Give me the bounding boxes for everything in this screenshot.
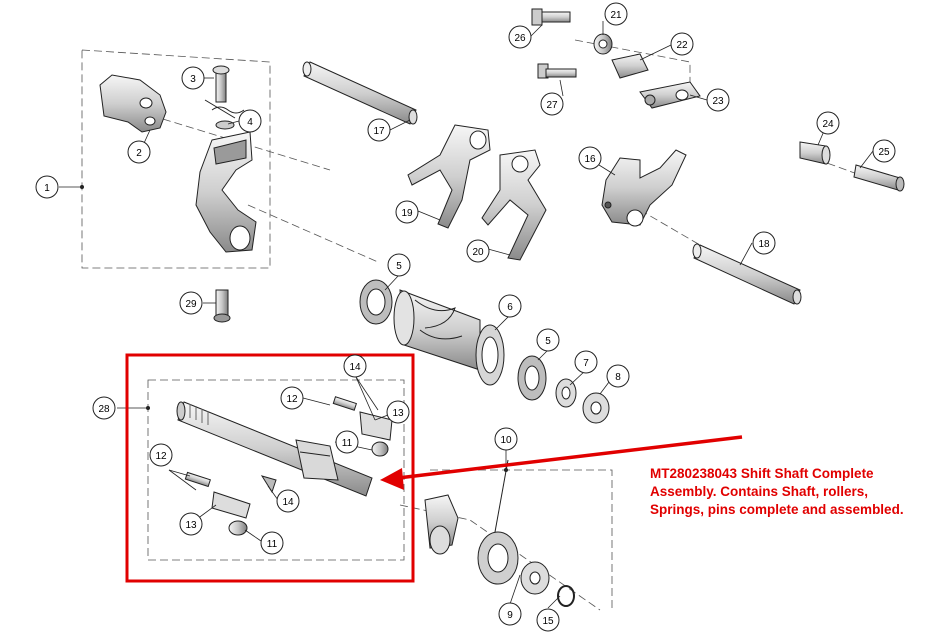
svg-text:12: 12 bbox=[286, 394, 298, 405]
annotation-line-3: Springs, pins complete and assembled. bbox=[650, 502, 904, 517]
callout-5-top: 5 bbox=[387, 253, 411, 277]
svg-text:12: 12 bbox=[155, 451, 167, 462]
leader-dots bbox=[80, 185, 508, 472]
annotation-line-1: MT280238043 Shift Shaft Complete bbox=[650, 466, 874, 481]
stopper-linkage bbox=[531, 8, 701, 109]
annotation-line-2: Assembly. Contains Shaft, rollers, bbox=[650, 484, 869, 499]
svg-text:21: 21 bbox=[610, 10, 622, 21]
svg-text:28: 28 bbox=[98, 404, 110, 415]
callout-7: 7 bbox=[574, 350, 598, 374]
shift-drum-assembly bbox=[359, 279, 610, 424]
callout-2: 2 bbox=[127, 140, 151, 164]
callout-11-lower: 11 bbox=[260, 531, 284, 555]
svg-text:3: 3 bbox=[190, 74, 196, 85]
shift-shaft-assembly bbox=[176, 396, 393, 536]
svg-text:27: 27 bbox=[546, 100, 558, 111]
svg-text:22: 22 bbox=[676, 40, 688, 51]
svg-text:24: 24 bbox=[822, 119, 834, 130]
shift-forks bbox=[407, 124, 687, 261]
svg-text:18: 18 bbox=[758, 239, 770, 250]
callout-20: 20 bbox=[466, 239, 490, 263]
svg-text:13: 13 bbox=[392, 408, 404, 419]
callout-6: 6 bbox=[498, 294, 522, 318]
callout-labels: 1 2 3 4 5 5 6 7 8 9 10 11 11 12 12 13 13… bbox=[35, 2, 896, 632]
callout-26: 26 bbox=[508, 25, 532, 49]
svg-text:2: 2 bbox=[136, 148, 142, 159]
svg-text:5: 5 bbox=[545, 336, 551, 347]
svg-text:13: 13 bbox=[185, 520, 197, 531]
callout-12-upper: 12 bbox=[280, 386, 304, 410]
svg-text:9: 9 bbox=[507, 610, 513, 621]
svg-text:23: 23 bbox=[712, 96, 724, 107]
callout-1: 1 bbox=[35, 175, 59, 199]
leader-lines bbox=[59, 21, 874, 609]
callout-23: 23 bbox=[706, 88, 730, 112]
callout-29: 29 bbox=[179, 291, 203, 315]
svg-text:26: 26 bbox=[514, 33, 526, 44]
svg-text:6: 6 bbox=[507, 302, 513, 313]
callout-9: 9 bbox=[498, 602, 522, 626]
callout-27: 27 bbox=[540, 92, 564, 116]
callout-8: 8 bbox=[606, 364, 630, 388]
callout-19: 19 bbox=[395, 200, 419, 224]
callout-16: 16 bbox=[578, 146, 602, 170]
svg-text:8: 8 bbox=[615, 372, 621, 383]
callout-11-upper: 11 bbox=[335, 430, 359, 454]
callout-4: 4 bbox=[238, 109, 262, 133]
svg-text:1: 1 bbox=[44, 183, 50, 194]
shift-spring-assembly bbox=[424, 459, 575, 607]
svg-text:4: 4 bbox=[247, 117, 253, 128]
callout-28: 28 bbox=[92, 396, 116, 420]
callout-15: 15 bbox=[536, 608, 560, 632]
callout-21: 21 bbox=[604, 2, 628, 26]
svg-text:15: 15 bbox=[542, 616, 554, 627]
callout-17: 17 bbox=[367, 118, 391, 142]
svg-text:14: 14 bbox=[349, 362, 361, 373]
right-pin-roller bbox=[799, 141, 905, 192]
svg-text:11: 11 bbox=[342, 438, 353, 449]
callout-10: 10 bbox=[494, 427, 518, 451]
shift-lever-assembly bbox=[99, 65, 257, 323]
svg-text:11: 11 bbox=[267, 539, 278, 550]
svg-text:5: 5 bbox=[396, 261, 402, 272]
svg-text:20: 20 bbox=[472, 247, 484, 258]
callout-3: 3 bbox=[181, 66, 205, 90]
svg-text:19: 19 bbox=[401, 208, 413, 219]
callout-12-lower: 12 bbox=[149, 443, 173, 467]
svg-text:7: 7 bbox=[583, 358, 589, 369]
callout-13-lower: 13 bbox=[179, 512, 203, 536]
callout-14-upper: 14 bbox=[343, 354, 367, 378]
svg-text:17: 17 bbox=[373, 126, 385, 137]
callout-25: 25 bbox=[872, 139, 896, 163]
callout-22: 22 bbox=[670, 32, 694, 56]
svg-text:10: 10 bbox=[500, 435, 512, 446]
callout-5-right: 5 bbox=[536, 328, 560, 352]
assembly-annotation: MT280238043 Shift Shaft Complete Assembl… bbox=[650, 465, 945, 519]
svg-text:25: 25 bbox=[878, 147, 890, 158]
highlight-callout bbox=[125, 353, 743, 583]
callout-18: 18 bbox=[752, 231, 776, 255]
shafts bbox=[302, 61, 802, 305]
svg-text:16: 16 bbox=[584, 154, 596, 165]
svg-text:14: 14 bbox=[282, 497, 294, 508]
svg-text:29: 29 bbox=[185, 299, 197, 310]
callout-14-lower: 14 bbox=[276, 489, 300, 513]
callout-13-upper: 13 bbox=[386, 400, 410, 424]
callout-24: 24 bbox=[816, 111, 840, 135]
